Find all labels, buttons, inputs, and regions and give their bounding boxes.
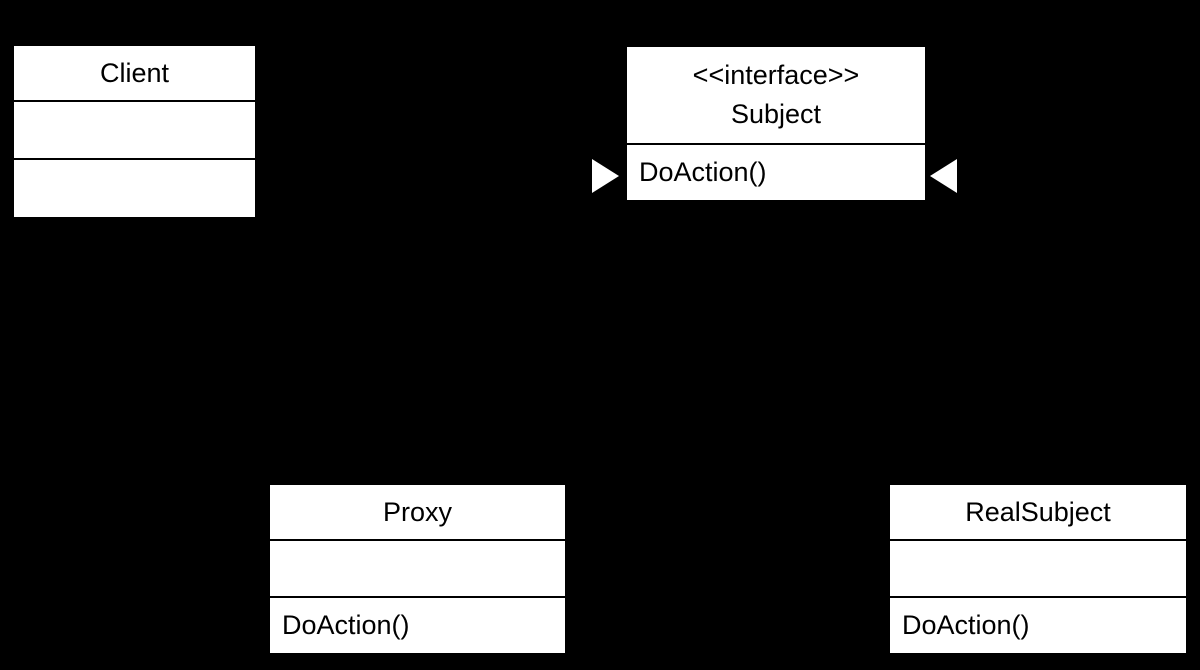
client-title-compartment: Client (14, 46, 255, 100)
class-box-client: Client (12, 44, 257, 219)
realsubject-methods-compartment: DoAction() (890, 596, 1186, 653)
realization-arrowhead-icon (592, 159, 619, 193)
realsubject-method-doaction: DoAction() (902, 610, 1030, 640)
subject-class-name: Subject (730, 99, 822, 129)
proxy-attributes-compartment (270, 539, 565, 596)
subject-stereotype: <<interface>> (692, 60, 860, 90)
proxy-methods-compartment: DoAction() (270, 596, 565, 653)
client-methods-compartment (14, 158, 255, 217)
realsubject-class-name: RealSubject (965, 496, 1111, 527)
realsubject-attributes-compartment (890, 539, 1186, 596)
client-attributes-compartment (14, 100, 255, 158)
proxy-method-doaction: DoAction() (282, 610, 410, 640)
client-class-name: Client (99, 57, 170, 88)
class-box-subject: <<interface>> Subject DoAction() (625, 45, 927, 202)
class-box-realsubject: RealSubject DoAction() (888, 483, 1188, 655)
subject-methods-compartment: DoAction() (627, 143, 925, 200)
subject-title-compartment: <<interface>> Subject (627, 47, 925, 143)
realization-arrowhead-icon (930, 159, 957, 193)
realsubject-title-compartment: RealSubject (890, 485, 1186, 539)
class-box-proxy: Proxy DoAction() (268, 483, 567, 655)
proxy-title-compartment: Proxy (270, 485, 565, 539)
subject-method-doaction: DoAction() (639, 157, 767, 187)
proxy-class-name: Proxy (382, 496, 453, 527)
